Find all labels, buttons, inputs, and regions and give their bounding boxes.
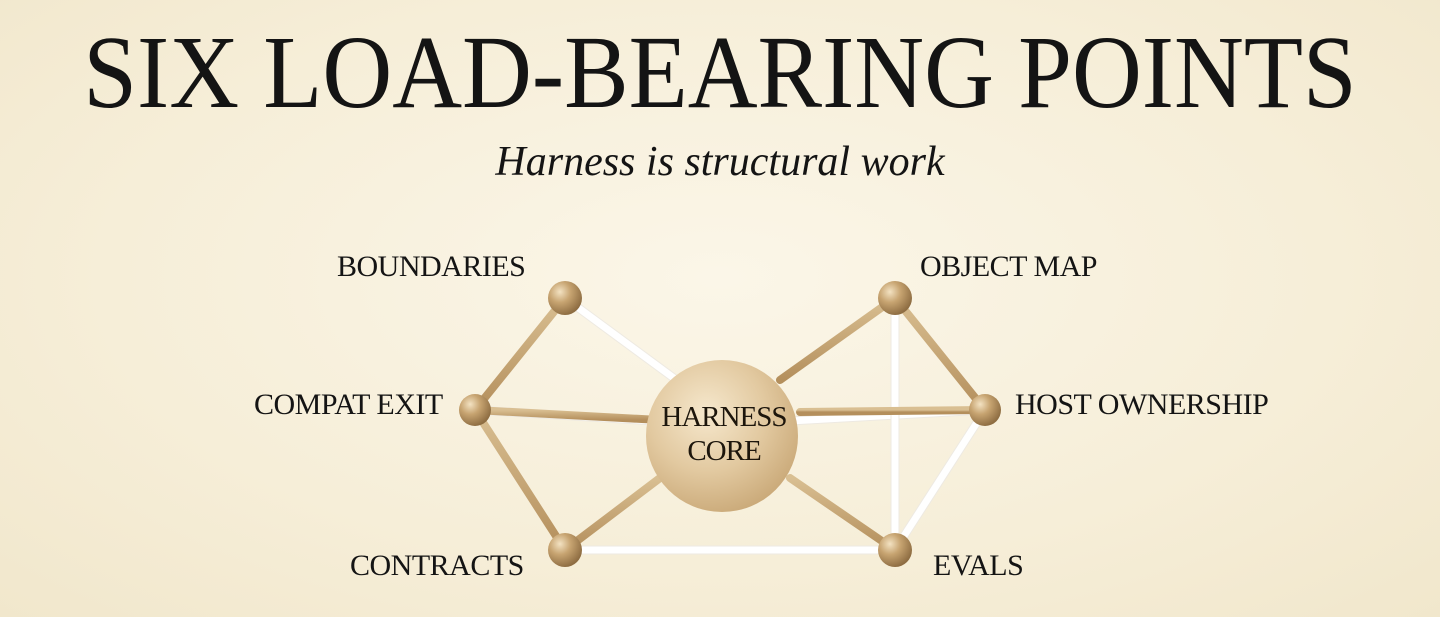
core-line-2: CORE — [687, 435, 761, 467]
label-compat-exit: COMPAT EXIT — [254, 388, 443, 421]
label-object-map: OBJECT MAP — [920, 250, 1098, 283]
harness-core-sphere — [646, 360, 798, 512]
node-boundaries — [548, 281, 582, 315]
node-evals — [878, 533, 912, 567]
label-host-ownership: HOST OWNERSHIP — [1015, 388, 1269, 421]
node-host-ownership — [969, 394, 1001, 426]
gold-struts — [471, 294, 989, 554]
node-object-map — [878, 281, 912, 315]
node-compat-exit — [459, 394, 491, 426]
truss-nodes — [459, 281, 1001, 567]
label-boundaries: BOUNDARIES — [337, 250, 526, 283]
node-contracts — [548, 533, 582, 567]
harness-core-label: HARNESS CORE — [644, 400, 804, 468]
page-subtitle: Harness is structural work — [495, 139, 945, 185]
core-line-1: HARNESS — [661, 401, 787, 433]
label-contracts: CONTRACTS — [350, 549, 524, 582]
label-evals: EVALS — [933, 549, 1024, 582]
page-title: SIX LOAD-BEARING POINTS — [83, 15, 1357, 130]
